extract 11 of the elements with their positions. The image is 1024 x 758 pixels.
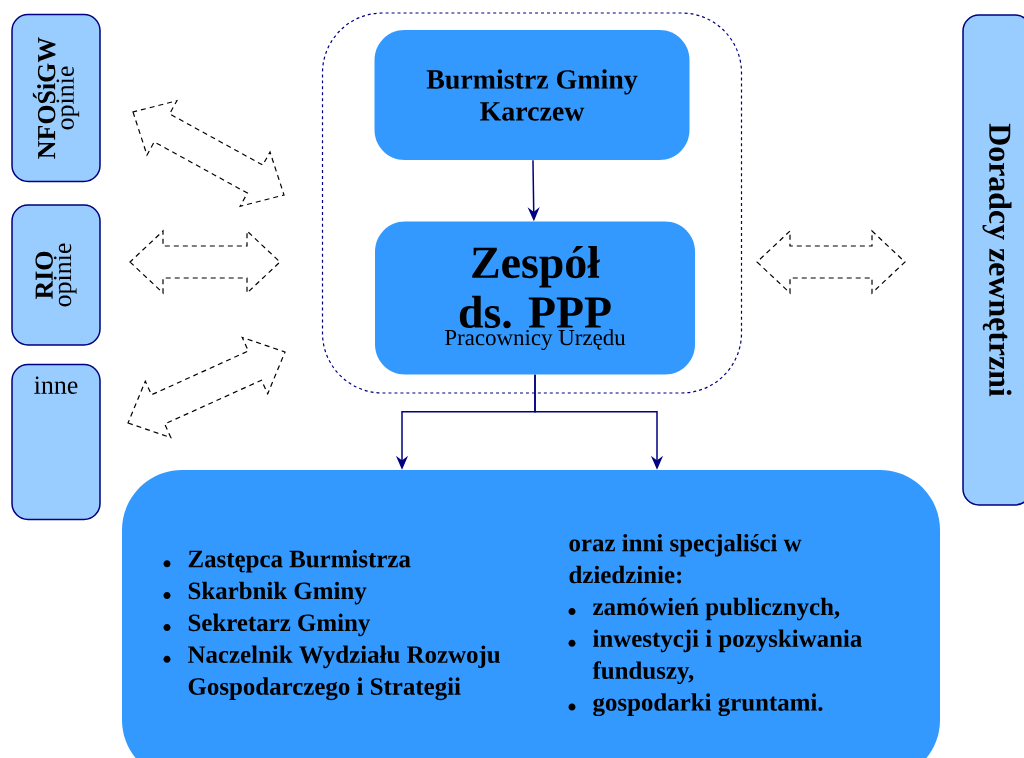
side-box: NFOŚiGW opinie [11, 13, 101, 183]
process-box: Burmistrz Gminy Karczew [374, 30, 690, 160]
member-list-box: Zastępca Burmistrza Skarbnik Gminy Sekretarz Gminy Naczelnik Wydziału Rozwoju Gospodarczego i Strategii oraz inni specjaliści w dziedzinie: zamówień publicznych, inwestycji i pozyskiwania funduszy, gospodarki gruntami. [122, 470, 940, 758]
process-box: Zespół ds. PPP Pracownicy Urzędu [375, 221, 695, 375]
double-arrow [756, 229, 906, 295]
side-box: RIO opinie [11, 204, 101, 346]
double-arrow [127, 336, 286, 439]
dashed-frame [321, 12, 743, 394]
side-box: Doradcy zewnętrzni [962, 14, 1024, 506]
double-arrow [129, 229, 281, 295]
side-box: inne [11, 363, 101, 521]
